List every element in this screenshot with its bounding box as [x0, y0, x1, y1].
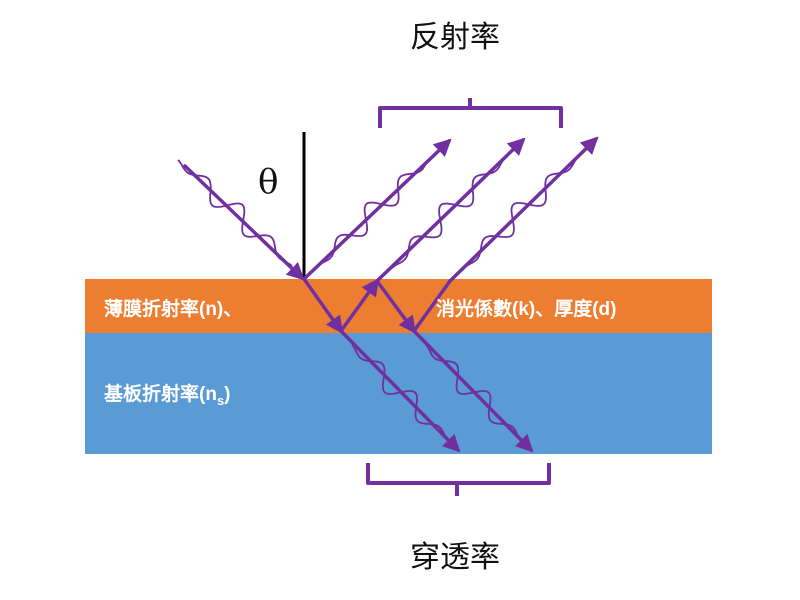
film-extinction-thickness-label: 消光係數(k)、厚度(d) — [436, 299, 617, 320]
internal-reflected-ray-2 — [412, 279, 452, 333]
refracted-ray-film-2 — [375, 279, 417, 334]
transmittance-bracket — [366, 463, 551, 496]
film-index-label: 薄膜折射率(n)、 — [104, 299, 243, 320]
incident-wave — [177, 159, 293, 267]
substrate-index-text: 基板折射率(n — [104, 384, 217, 405]
internal-reflected-ray-1 — [339, 278, 380, 333]
reflectance-label: 反射率 — [410, 20, 500, 55]
reflectance-bracket — [378, 98, 563, 128]
incidence-angle-symbol: θ — [258, 162, 279, 202]
wave-packets — [177, 156, 579, 441]
reflected-wave-3 — [463, 156, 579, 269]
reflected-wave-2 — [391, 157, 506, 269]
transmitted-wave-1 — [351, 344, 449, 441]
reflected-ray-3 — [448, 136, 599, 283]
transmitted-ray-1 — [339, 329, 461, 453]
ray-paths — [183, 136, 599, 453]
substrate-index-close: ) — [224, 384, 231, 405]
refracted-ray-film-1 — [302, 277, 344, 334]
reflected-wave-1 — [317, 157, 431, 267]
transmittance-label: 穿透率 — [410, 540, 500, 575]
film-layer — [85, 279, 712, 333]
substrate-index-label: 基板折射率(ns) — [104, 379, 231, 408]
reflected-ray-2 — [375, 137, 526, 283]
transmitted-wave-2 — [425, 344, 522, 441]
transmitted-ray-2 — [412, 329, 534, 453]
substrate-index-subscript: s — [216, 392, 225, 408]
